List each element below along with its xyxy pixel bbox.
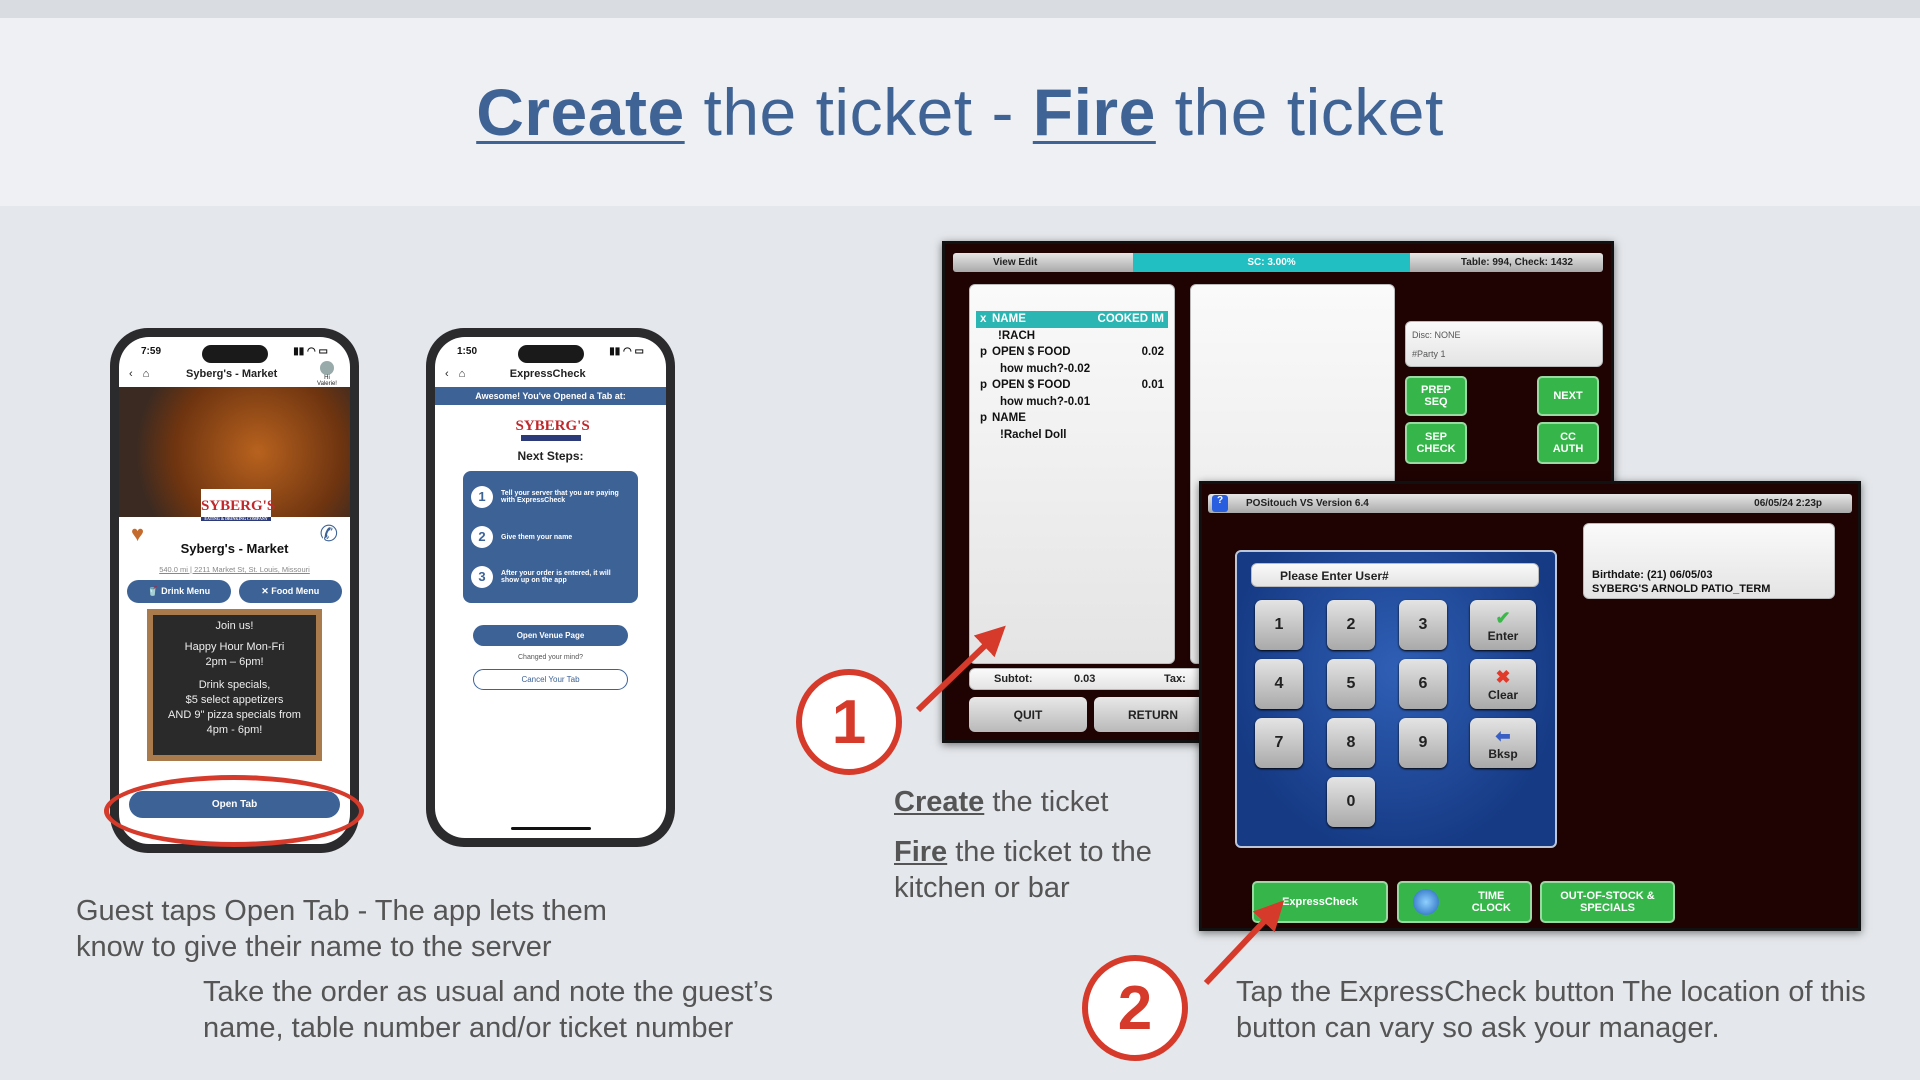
status-time: 1:50	[457, 345, 478, 357]
favorite-heart-icon[interactable]: ♥	[131, 521, 145, 546]
x-icon: ✖	[1495, 666, 1511, 687]
home-icon[interactable]: ⌂	[142, 368, 150, 380]
food-menu-button[interactable]: ✕ Food Menu	[238, 580, 342, 603]
back-icon[interactable]: ‹	[129, 368, 133, 380]
phone-venue: 7:59 ▮▮ ◠ ▭ ‹ ⌂ Syberg's - Market Hi Valerie…	[104, 328, 364, 853]
avatar[interactable]: Hi Valerie!	[314, 361, 340, 387]
phone-call-icon[interactable]: ✆	[319, 521, 338, 546]
service-charge-bar: SC: 3.00%	[1133, 253, 1410, 272]
key-9[interactable]: 9	[1399, 718, 1447, 768]
cancel-tab-button[interactable]: Cancel Your Tab	[473, 669, 628, 690]
pos-version-label: POSitouch VS Version 6.4	[1246, 498, 1369, 509]
title-fire: Fire	[1032, 75, 1156, 149]
top-strip	[0, 0, 1920, 18]
slide-title: Create the ticket - Fire the ticket	[0, 74, 1920, 150]
receipt-line[interactable]: !Rachel Doll	[1000, 428, 1067, 441]
dynamic-island	[517, 345, 584, 363]
key-1[interactable]: 1	[1255, 600, 1303, 650]
keypad-panel: Please Enter User# 1 2 3 ✔Enter 4 5 6 ✖C…	[1235, 550, 1557, 848]
venue-logo: SYBERG'S	[515, 418, 590, 434]
key-6[interactable]: 6	[1399, 659, 1447, 709]
next-steps-heading: Next Steps:	[517, 449, 584, 463]
receipt-line[interactable]: !RACH	[998, 329, 1036, 342]
return-button[interactable]: RETURN	[1094, 697, 1212, 732]
table-check-label: Table: 994, Check: 1432	[1460, 257, 1573, 268]
prep-seq-button[interactable]: PREP SEQ	[1405, 376, 1467, 416]
step-1-badge: 1	[796, 669, 902, 775]
view-edit-label[interactable]: View Edit	[993, 257, 1038, 268]
phone-expresscheck: 1:50 ▮▮ ◠ ▭ ‹ ⌂ ExpressCheck Awesome! You'v…	[426, 328, 675, 847]
home-icon[interactable]: ⌂	[458, 368, 466, 380]
expresscheck-button[interactable]: ExpressCheck	[1252, 881, 1388, 923]
key-4[interactable]: 4	[1255, 659, 1303, 709]
clock-icon	[1412, 889, 1439, 915]
key-3[interactable]: 3	[1399, 600, 1447, 650]
enter-key[interactable]: ✔Enter	[1470, 600, 1536, 650]
receipt-line[interactable]: how much?-0.02	[1000, 362, 1091, 375]
drink-menu-button[interactable]: 🥤 Drink Menu	[127, 580, 231, 603]
signal-icon: ▮▮ ◠ ▭	[293, 345, 328, 357]
time-clock-button[interactable]: TIME CLOCK	[1397, 881, 1532, 923]
clear-key[interactable]: ✖Clear	[1470, 659, 1536, 709]
checkmark-icon: ✔	[1495, 607, 1511, 628]
tab-opened-banner: Awesome! You've Opened a Tab at:	[435, 387, 666, 405]
cc-auth-button[interactable]: CC AUTH	[1537, 422, 1599, 464]
sep-check-button[interactable]: SEP CHECK	[1405, 422, 1467, 464]
help-icon[interactable]: ?	[1212, 495, 1228, 512]
quit-button[interactable]: QUIT	[969, 697, 1087, 732]
step-2-badge: 2	[1082, 955, 1188, 1061]
key-2[interactable]: 2	[1327, 600, 1375, 650]
step-2-caption: Tap the ExpressCheck button The location…	[1236, 976, 1866, 1044]
backspace-key[interactable]: ⬅Bksp	[1470, 718, 1536, 768]
venue-name: Syberg's - Market	[180, 541, 289, 556]
key-8[interactable]: 8	[1327, 718, 1375, 768]
highlight-ellipse	[104, 775, 364, 847]
pos-datetime: 06/05/24 2:23p	[1754, 498, 1822, 509]
header-band	[0, 18, 1920, 206]
changed-mind-text: Changed your mind?	[518, 654, 583, 661]
arrow-left-icon: ⬅	[1495, 725, 1511, 746]
home-indicator	[510, 827, 591, 830]
back-icon[interactable]: ‹	[445, 368, 449, 380]
pos-login-window: ? POSitouch VS Version 6.4 06/05/24 2:23…	[1199, 481, 1861, 931]
signal-icon: ▮▮ ◠ ▭	[609, 345, 644, 357]
open-venue-page-button[interactable]: Open Venue Page	[473, 625, 628, 646]
user-number-input[interactable]: Please Enter User#	[1251, 563, 1539, 587]
out-of-stock-button[interactable]: OUT-OF-STOCK & SPECIALS	[1540, 881, 1675, 923]
title-text: the ticket	[1155, 75, 1444, 149]
nav-title: Syberg's - Market	[186, 368, 278, 380]
title-create: Create	[476, 75, 685, 149]
dynamic-island	[201, 345, 268, 363]
status-time: 7:59	[141, 345, 162, 357]
key-0[interactable]: 0	[1327, 777, 1375, 827]
nav-title: ExpressCheck	[509, 368, 586, 380]
venue-address: 540.0 mi | 2211 Market St, St. Louis, Mi…	[159, 565, 310, 574]
step-1-create-caption: Create the ticket	[894, 786, 1109, 818]
title-text: the ticket -	[684, 75, 1033, 149]
take-order-caption: Take the order as usual and note the gue…	[203, 976, 774, 1044]
key-7[interactable]: 7	[1255, 718, 1303, 768]
discount-box: Disc: NONE#Party 1	[1405, 321, 1603, 367]
receipt-line[interactable]: how much?-0.01	[1000, 395, 1091, 408]
key-5[interactable]: 5	[1327, 659, 1375, 709]
next-button[interactable]: NEXT	[1537, 376, 1599, 416]
